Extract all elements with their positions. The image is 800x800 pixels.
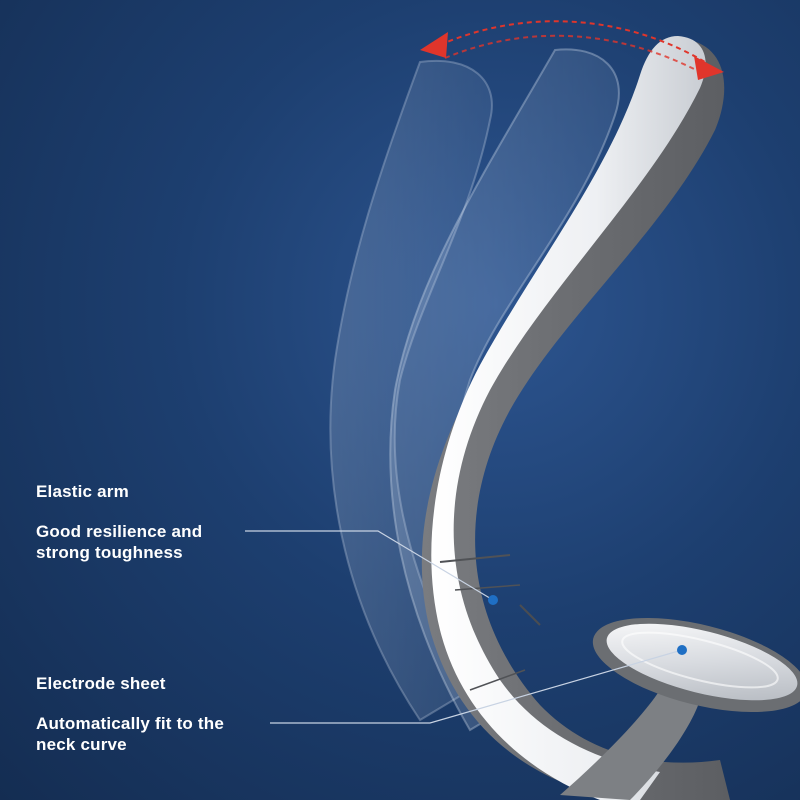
electrode-sheet-title: Electrode sheet: [36, 674, 166, 693]
elastic-arm-description: Good resilience and strong toughness: [36, 522, 203, 562]
swing-arrow: [420, 20, 724, 80]
electrode-sheet-description: Automatically fit to the neck curve: [36, 714, 225, 754]
leader-lines: [245, 530, 683, 724]
electrode-sheet: [560, 617, 800, 800]
elastic-arm-marker: [488, 595, 498, 605]
elastic-arm-title: Elastic arm: [36, 482, 129, 501]
electrode-sheet-marker: [677, 645, 687, 655]
elastic-arm: [421, 36, 730, 800]
arrow-head-left-icon: [420, 32, 448, 58]
arrow-head-right-icon: [694, 56, 724, 80]
